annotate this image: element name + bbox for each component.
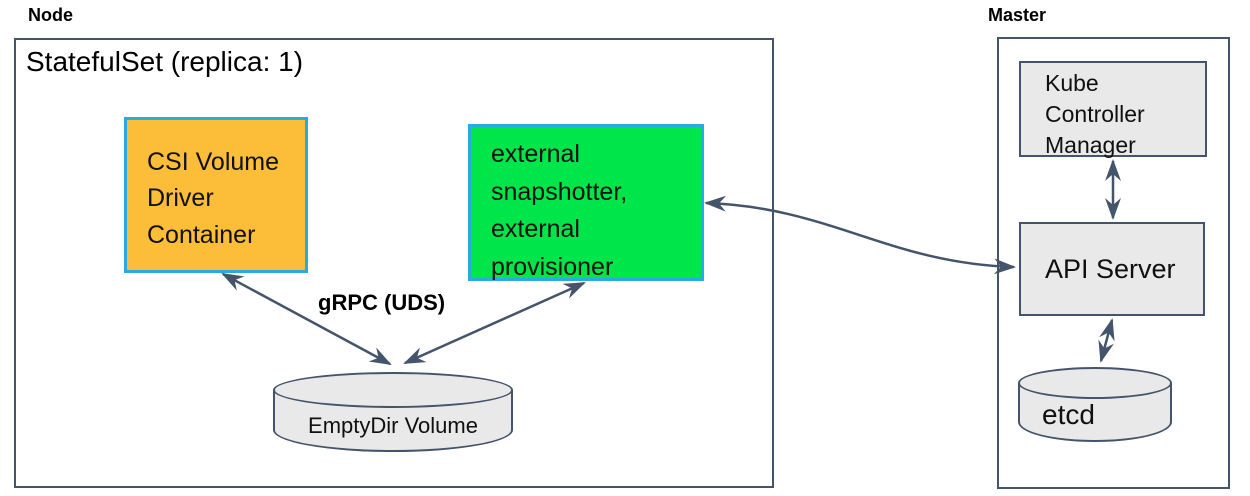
- emptydir-volume-label: EmptyDir Volume: [308, 413, 478, 438]
- emptydir-volume-cylinder: EmptyDir Volume: [273, 372, 513, 452]
- csi-volume-driver-container-box: CSI Volume Driver Container: [124, 117, 308, 273]
- etcd-label: etcd: [1042, 399, 1095, 430]
- kube-controller-manager-box: Kube Controller Manager: [1019, 61, 1207, 158]
- statefulset-label: StatefulSet (replica: 1): [26, 46, 304, 77]
- cylinder-top-ellipse: [1018, 367, 1172, 399]
- api-server-box: API Server: [1019, 222, 1205, 316]
- grpc-uds-label: gRPC (UDS): [318, 290, 446, 315]
- node-section-label: Node: [28, 5, 73, 25]
- cylinder-top-ellipse: [273, 372, 513, 408]
- master-boundary-box: [997, 37, 1230, 489]
- master-section-label: Master: [988, 5, 1047, 25]
- etcd-cylinder: etcd: [1018, 367, 1172, 442]
- external-snapshotter-provisioner-box: external snapshotter, external provision…: [468, 124, 704, 281]
- node-boundary-box: [14, 38, 774, 488]
